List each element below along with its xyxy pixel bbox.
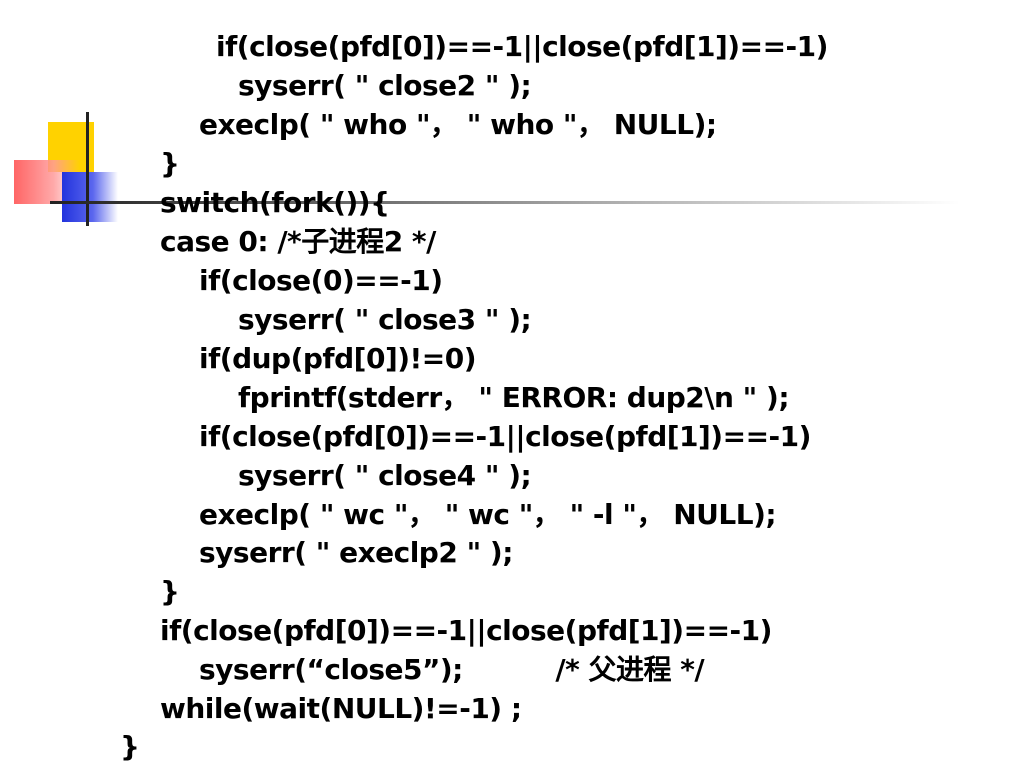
code-line: if(close(0)==-1) [199, 264, 443, 297]
code-line: execlp( " wc "， " wc "， " -l "， NULL); [199, 498, 777, 531]
code-line: syserr( " close3 " ); [238, 303, 532, 336]
code-line: syserr( " close4 " ); [238, 459, 532, 492]
code-line: } [160, 575, 180, 608]
code-line: syserr( " execlp2 " ); [199, 536, 513, 569]
title-divider-line [50, 201, 960, 204]
code-line: case 0: /*子进程2 */ [160, 225, 436, 258]
code-line: while(wait(NULL)!=-1) ; [160, 692, 522, 725]
code-line: syserr(“close5”); /* 父进程 */ [199, 653, 705, 686]
code-line: syserr( " close2 " ); [238, 69, 532, 102]
code-line: fprintf(stderr， " ERROR: dup2\n " ); [238, 381, 790, 414]
code-line: if(close(pfd[0])==-1||close(pfd[1])==-1) [199, 420, 811, 453]
code-line: } [120, 730, 140, 763]
code-line: execlp( " who "， " who "， NULL); [199, 108, 717, 141]
code-line: if(dup(pfd[0])!=0) [199, 342, 477, 375]
code-line: switch(fork()){ [160, 186, 390, 219]
code-line: if(close(pfd[0])==-1||close(pfd[1])==-1) [216, 30, 828, 63]
code-line: if(close(pfd[0])==-1||close(pfd[1])==-1) [160, 614, 772, 647]
code-line: } [160, 147, 180, 180]
logo-blue-square [62, 172, 118, 222]
logo-vertical-line [86, 112, 89, 226]
